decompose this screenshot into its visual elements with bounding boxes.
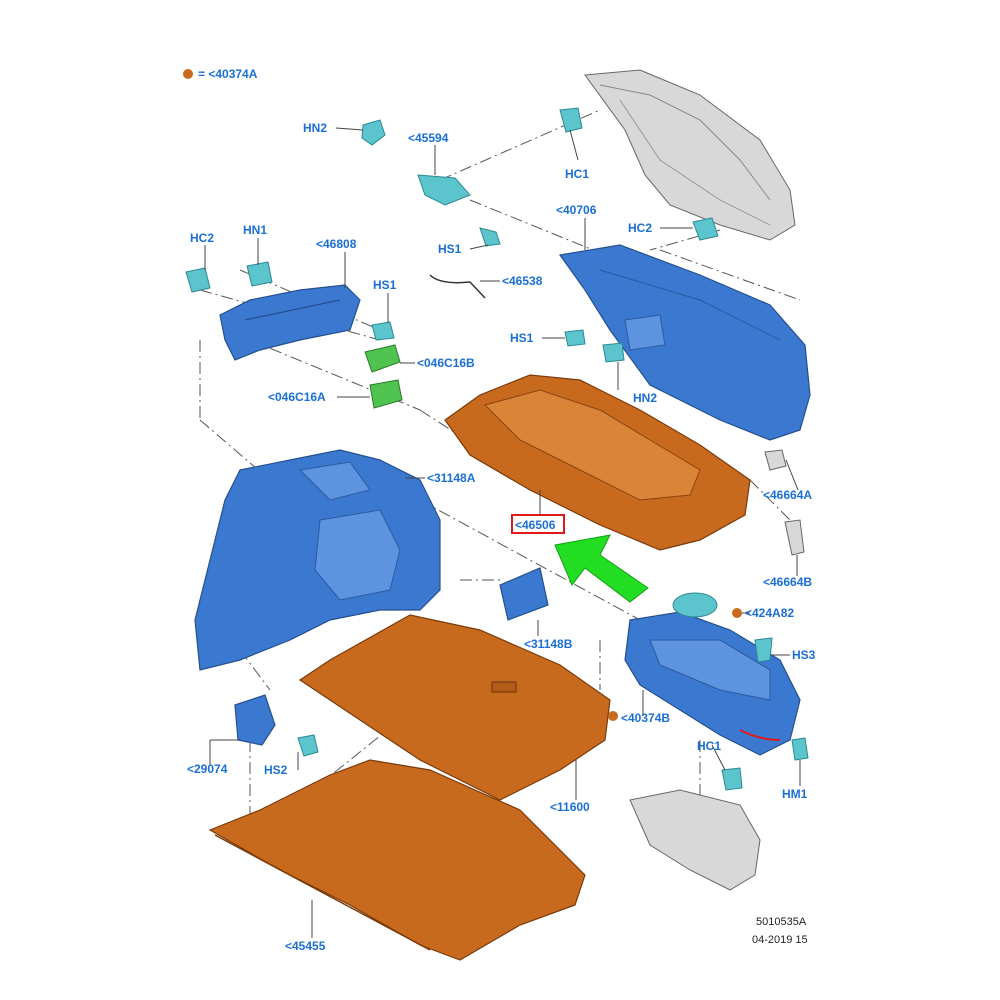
label-hm1: HM1	[782, 787, 808, 801]
diagram-date: 04-2019 15	[752, 934, 808, 946]
bracket-46808	[219, 284, 361, 361]
label-45455: <45455	[285, 939, 326, 953]
dot-40374B	[608, 711, 618, 721]
label-40706: <40706	[556, 203, 597, 217]
label-hs1-left: HS1	[438, 242, 462, 256]
label-hs2: HS2	[264, 763, 288, 777]
label-11600: <11600	[550, 800, 590, 814]
label-424A82: <424A82	[745, 606, 794, 620]
clip-hc1-bottom	[721, 767, 743, 791]
clip-046C16A	[369, 379, 403, 409]
bumper-46664B	[784, 519, 805, 556]
label-46506: <46506	[515, 518, 556, 532]
floor-board-11600	[298, 614, 611, 801]
rear-panel-gray	[629, 789, 761, 891]
label-45594: <45594	[408, 131, 449, 145]
label-hs1-right: HS1	[510, 331, 534, 345]
label-hn1: HN1	[243, 223, 267, 237]
clip-hs3	[754, 637, 773, 663]
cable-46538	[429, 274, 486, 299]
label-046C16A: <046C16A	[268, 390, 326, 404]
clip-hc2-right	[692, 217, 719, 241]
highlight-box	[511, 514, 565, 534]
clip-hn1	[246, 261, 273, 287]
cover-31148B	[499, 567, 549, 621]
label-hc1-bottom: HC1	[697, 739, 721, 753]
clip-hs1-right	[564, 329, 586, 347]
label-hs3: HS3	[792, 648, 816, 662]
trim-panel-40706	[558, 244, 811, 441]
reference-dots	[608, 608, 742, 721]
label-hs1-mid: HS1	[373, 278, 397, 292]
floor-mat-45455	[208, 759, 586, 961]
label-40374B: <40374B	[621, 711, 670, 725]
label-29074: <29074	[187, 762, 228, 776]
legend-dot	[183, 69, 193, 79]
clip-45594	[417, 174, 471, 206]
label-46664A: <46664A	[763, 488, 812, 502]
label-46538: <46538	[502, 274, 543, 288]
diagram-code: 5010535A	[756, 916, 807, 928]
legend: = <40374A	[183, 67, 258, 81]
part-labels: HN2 <45594 HC1 <40706 HC2 HC2 HN1 <46808…	[187, 121, 816, 953]
scuff-plate-40374B	[624, 611, 801, 756]
label-hn2-top: HN2	[303, 121, 327, 135]
label-hc2-right: HC2	[628, 221, 652, 235]
fasteners	[185, 107, 809, 791]
parcel-shelf-46506	[444, 374, 751, 551]
label-hc1-top: HC1	[565, 167, 589, 181]
label-hc2-left: HC2	[190, 231, 214, 245]
label-46664B: <46664B	[763, 575, 812, 589]
plug-424A82	[672, 592, 718, 618]
clip-hm1	[791, 737, 809, 761]
decklid-panel	[584, 69, 796, 241]
clip-hs1-mid	[371, 321, 395, 341]
label-31148B: <31148B	[524, 637, 573, 651]
bumper-46664A	[764, 449, 787, 471]
clip-hn2-mid	[602, 342, 625, 363]
dot-424A82	[732, 608, 742, 618]
clip-hn2-top	[361, 119, 386, 146]
footer: 5010535A 04-2019 15	[752, 916, 808, 946]
pointer-arrow	[554, 534, 649, 603]
clip-hs2	[297, 734, 319, 757]
label-46808: <46808	[316, 237, 357, 251]
quarter-trim-31148A	[194, 449, 441, 671]
label-31148A: <31148A	[427, 471, 476, 485]
label-046C16B: <046C16B	[417, 356, 475, 370]
label-hn2-mid: HN2	[633, 391, 657, 405]
leader-lines	[204, 127, 801, 938]
legend-text: = <40374A	[198, 67, 258, 81]
clip-046C16B	[364, 344, 401, 373]
block-29074	[234, 694, 276, 746]
clip-hc2-left	[185, 267, 211, 293]
clip-hs1-left	[479, 227, 501, 247]
clip-hc1-top	[559, 107, 583, 133]
